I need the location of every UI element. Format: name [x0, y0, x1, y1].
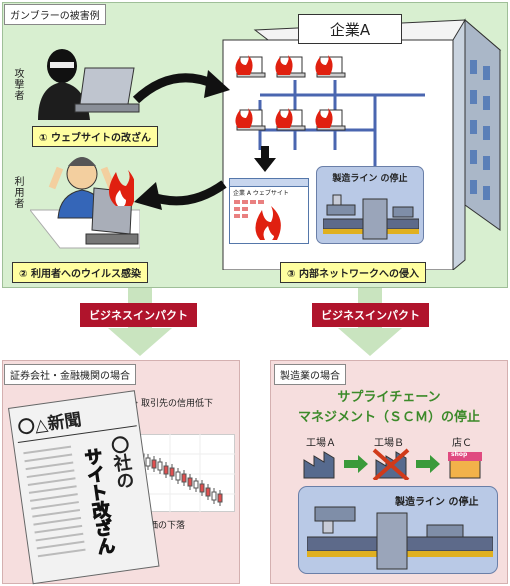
shop-sign-text: shop [451, 451, 468, 458]
user-label: 利用者 [12, 176, 23, 209]
store-c-label: 店Ｃ [452, 438, 472, 449]
factory-stop-label-bottom: 製造ライン の停止 [395, 497, 479, 508]
manufacturing-panel-title: 製造業の場合 [274, 364, 346, 385]
newspaper: 〇△新聞 〇社の サイト改ざん [8, 390, 160, 585]
attacker-figure [38, 49, 140, 120]
factory-a-icon [303, 451, 335, 479]
factory-b-label: 工場Ｂ [374, 438, 404, 449]
step1-label: ① ウェブサイトの改ざん [32, 126, 158, 147]
stock-drop-label: 株価の下落 [140, 521, 186, 531]
impact-label-right: ビジネスインパクト [312, 303, 429, 327]
attacker-label: 攻撃者 [12, 68, 23, 101]
return-arrow-icon [134, 180, 227, 210]
curved-arrow-icon [132, 70, 230, 104]
website-title: 企業 A ウェブサイト [233, 190, 289, 197]
factory-stop-label-top: 製造ライン の停止 [332, 174, 408, 184]
step3-label: ③ 内部ネットワークへの侵入 [280, 262, 426, 283]
supply-chain-icons [303, 448, 482, 480]
company-sign-text: 企業A [329, 20, 371, 39]
impact-label-left: ビジネスインパクト [80, 303, 197, 327]
user-figure [30, 157, 140, 249]
conveyor-icon [323, 194, 419, 240]
scm-heading-line1: サプライチェーン [337, 390, 441, 405]
scm-heading-line2: マネジメント（ＳＣＭ）の停止 [297, 410, 480, 425]
credit-drop-label: 顧客・取引先の信用低下 [114, 399, 214, 409]
newspaper-headline-col1: 〇社の [107, 434, 136, 491]
factory-stop-card-bottom: 製造ライン の停止 [298, 486, 498, 574]
website-content [234, 200, 281, 240]
website-titlebar [230, 179, 308, 187]
user-pc-flame-icon [109, 170, 134, 206]
factory-a-label: 工場Ａ [306, 438, 336, 449]
top-panel-title: ガンブラーの被害例 [4, 4, 106, 25]
infected-pc-grid [235, 55, 346, 131]
conveyor-icon-bottom [307, 506, 493, 570]
step2-label: ② 利用者へのウイルス感染 [12, 262, 148, 283]
finance-panel-title: 証券会社・金融機関の場合 [4, 364, 136, 385]
company-sign: 企業A [298, 14, 402, 44]
website-window: 企業 A ウェブサイト [229, 178, 309, 244]
down-arrow-icon [254, 146, 276, 172]
newspaper-text-lines [23, 445, 86, 558]
factory-stop-card-top: 製造ライン の停止 [316, 166, 424, 244]
